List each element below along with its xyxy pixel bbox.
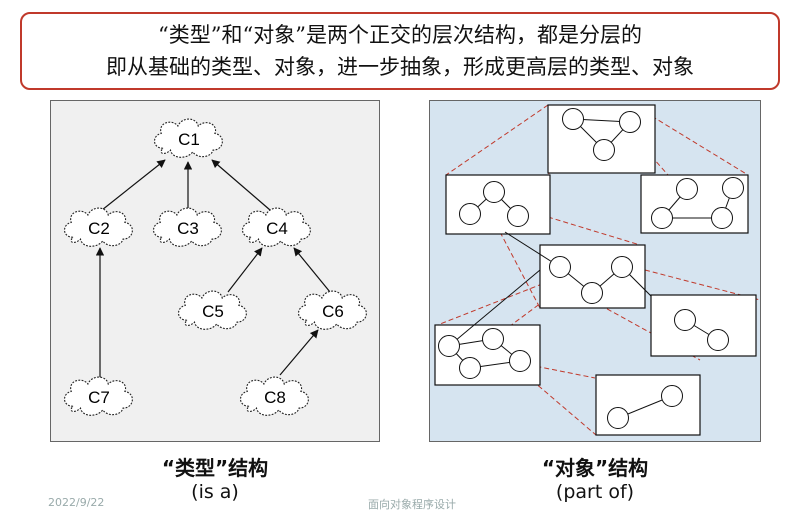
cloud-c2: C2 [63, 207, 133, 247]
object-box-top [547, 104, 656, 174]
cloud-c6: C6 [297, 290, 367, 330]
cloud-c3: C3 [152, 207, 222, 247]
node-label-c7: C7 [88, 388, 110, 407]
node-label-c4: C4 [266, 219, 288, 238]
cloud-c7: C7 [63, 376, 133, 416]
type-caption: “类型”结构 (is a) [115, 452, 315, 503]
type-arrows [95, 159, 331, 378]
arrow-c6-c4 [293, 247, 331, 293]
cloud-c5: C5 [177, 290, 247, 330]
node-label-c3: C3 [177, 219, 199, 238]
node-label-c5: C5 [202, 302, 224, 321]
arrow-c2-c1 [101, 159, 166, 211]
cloud-c4: C4 [241, 207, 311, 247]
node-label-c8: C8 [264, 388, 286, 407]
object-box-mid-right [650, 294, 757, 357]
object-box-bottom [595, 374, 701, 436]
banner-line-2: 即从基础的类型、对象，进一步抽象，形成更高层的类型、对象 [106, 55, 694, 79]
summary-banner: “类型”和“对象”是两个正交的层次结构，都是分层的 即从基础的类型、对象，进一步… [20, 12, 780, 90]
banner-line-1: “类型”和“对象”是两个正交的层次结构，都是分层的 [158, 23, 642, 47]
type-caption-sub: (is a) [191, 481, 239, 503]
object-box-right [640, 174, 749, 234]
object-caption: “对象”结构 (part of) [495, 452, 695, 503]
object-box-left [445, 174, 551, 235]
object-caption-title: “对象”结构 [541, 456, 649, 480]
node-label-c2: C2 [88, 219, 110, 238]
object-box-middle [504, 231, 656, 309]
node-label-c1: C1 [178, 130, 200, 149]
arrow-c8-c6 [279, 329, 319, 376]
arrow-c5-c4 [227, 247, 263, 293]
node-label-c6: C6 [322, 302, 344, 321]
object-box-lower-left [434, 269, 541, 386]
arrow-c4-c1 [211, 159, 271, 211]
object-caption-sub: (part of) [555, 481, 635, 503]
cloud-c8: C8 [239, 376, 309, 416]
footer-course: 面向对象程序设计 [368, 498, 456, 511]
footer-date: 2022/9/22 [48, 496, 105, 509]
cloud-c1: C1 [153, 118, 223, 158]
type-caption-title: “类型”结构 [161, 456, 269, 480]
